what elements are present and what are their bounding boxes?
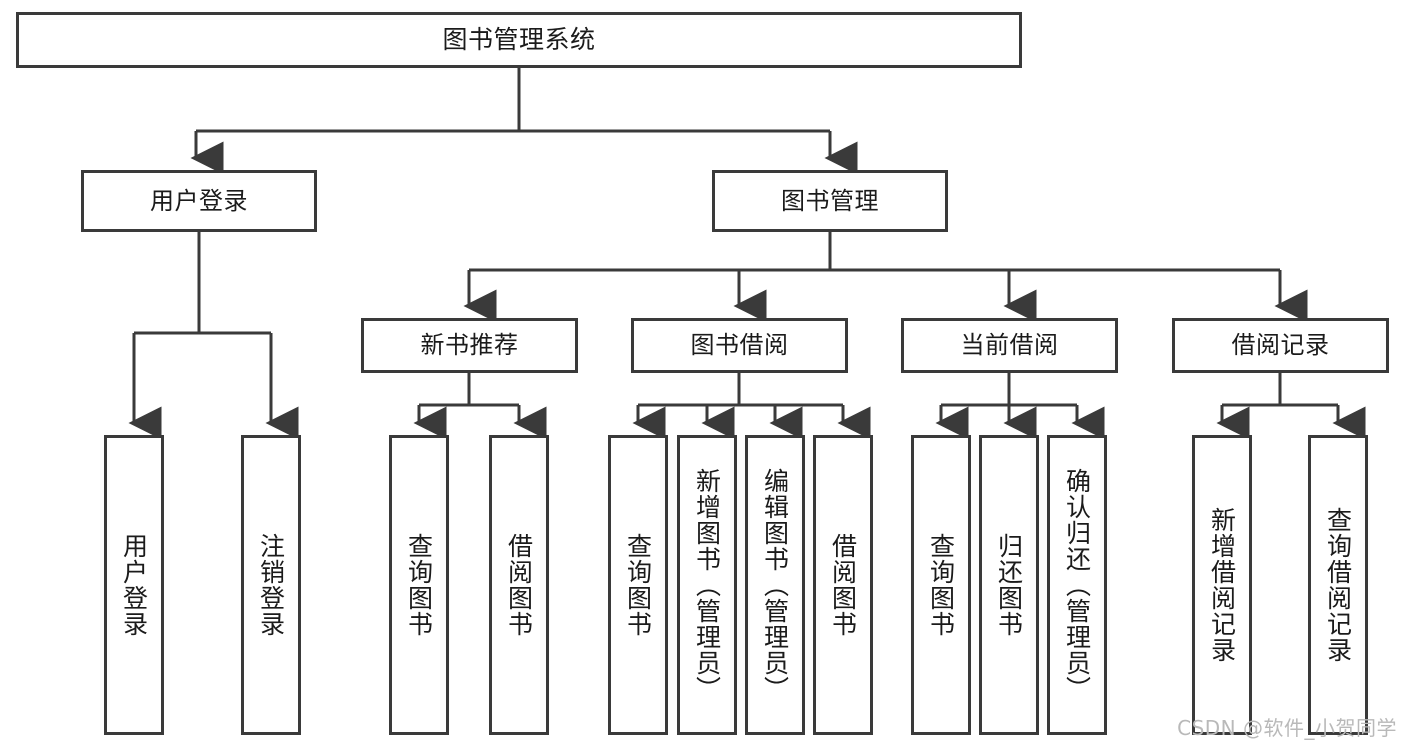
- node-label: 借阅图书: [504, 533, 534, 637]
- leaf-book-borrow-query[interactable]: 查询图书: [608, 435, 668, 735]
- node-label: 用户登录: [119, 533, 149, 637]
- node-root-system[interactable]: 图书管理系统: [16, 12, 1022, 68]
- leaf-new-book-borrow[interactable]: 借阅图书: [489, 435, 549, 735]
- leaf-user-login-logout[interactable]: 注销登录: [241, 435, 301, 735]
- leaf-current-borrow-return[interactable]: 归还图书: [979, 435, 1039, 735]
- node-label: 确认归还（管理员）: [1062, 468, 1092, 702]
- node-label: 查询图书: [926, 533, 956, 637]
- node-label: 查询图书: [404, 533, 434, 637]
- leaf-borrow-record-query[interactable]: 查询借阅记录: [1308, 435, 1368, 735]
- node-label: 新书推荐: [420, 331, 519, 360]
- node-user-login[interactable]: 用户登录: [81, 170, 317, 232]
- node-label: 借阅记录: [1231, 331, 1330, 360]
- node-label: 查询借阅记录: [1323, 507, 1353, 663]
- leaf-new-book-query[interactable]: 查询图书: [389, 435, 449, 735]
- node-label: 编辑图书（管理员）: [760, 468, 790, 702]
- leaf-borrow-record-add[interactable]: 新增借阅记录: [1192, 435, 1252, 735]
- leaf-book-borrow-add[interactable]: 新增图书（管理员）: [677, 435, 737, 735]
- node-label: 归还图书: [994, 533, 1024, 637]
- node-book-manage[interactable]: 图书管理: [712, 170, 948, 232]
- leaf-user-login-login[interactable]: 用户登录: [104, 435, 164, 735]
- node-label: 借阅图书: [828, 533, 858, 637]
- node-label: 注销登录: [256, 533, 286, 637]
- node-label: 图书管理系统: [442, 25, 596, 54]
- node-label: 图书管理: [781, 186, 879, 215]
- node-label: 用户登录: [150, 186, 248, 215]
- leaf-book-borrow-edit[interactable]: 编辑图书（管理员）: [745, 435, 805, 735]
- watermark-text: CSDN @软件_小贺同学: [1177, 716, 1397, 740]
- node-label: 当前借阅: [960, 331, 1059, 360]
- node-current-borrow[interactable]: 当前借阅: [901, 318, 1118, 373]
- node-label: 图书借阅: [690, 331, 789, 360]
- node-label: 查询图书: [623, 533, 653, 637]
- node-label: 新增图书（管理员）: [692, 468, 722, 702]
- node-label: 新增借阅记录: [1207, 507, 1237, 663]
- leaf-current-borrow-confirm-return[interactable]: 确认归还（管理员）: [1047, 435, 1107, 735]
- node-borrow-record[interactable]: 借阅记录: [1172, 318, 1389, 373]
- node-new-book-recommend[interactable]: 新书推荐: [361, 318, 578, 373]
- leaf-current-borrow-query[interactable]: 查询图书: [911, 435, 971, 735]
- node-book-borrow[interactable]: 图书借阅: [631, 318, 848, 373]
- leaf-book-borrow-borrow[interactable]: 借阅图书: [813, 435, 873, 735]
